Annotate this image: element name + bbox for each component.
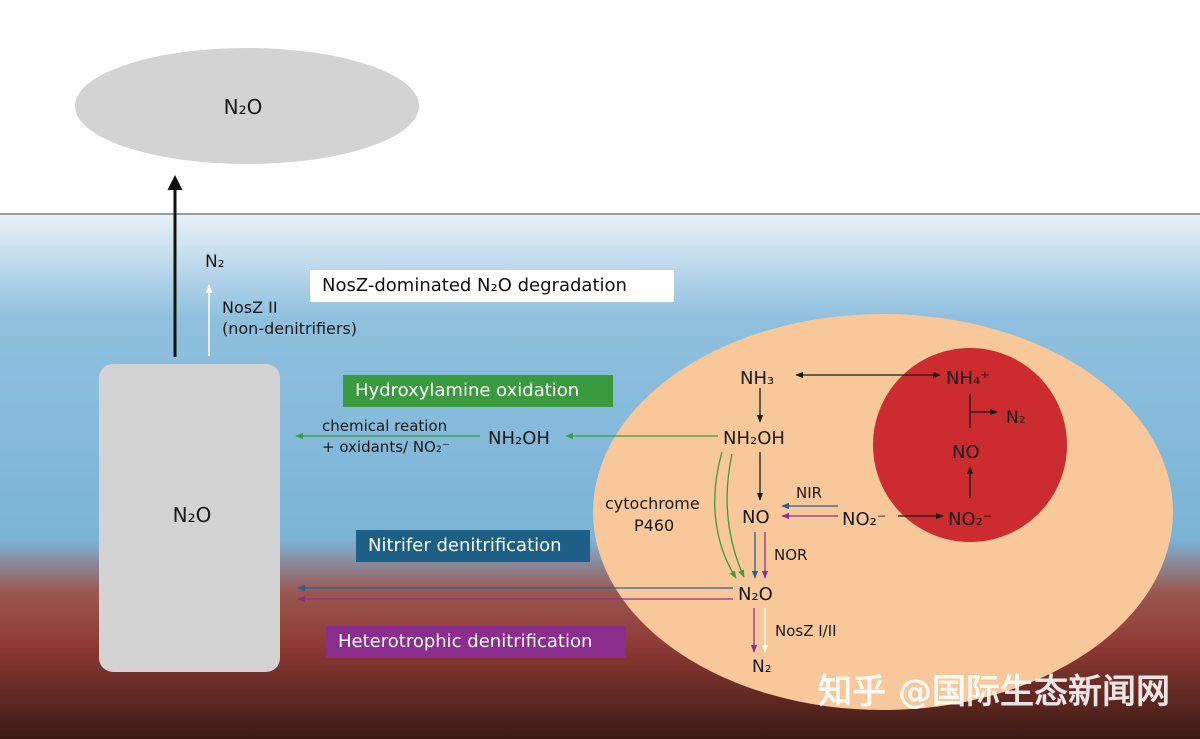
cytochrome-line1: cytochrome	[605, 494, 700, 513]
chemical-line1: chemical reation	[322, 417, 447, 435]
heterotrophic-label: Heterotrophic denitrification	[326, 626, 626, 658]
nosz2-line1: NosZ II	[222, 298, 278, 317]
ocean-n2o-pool	[99, 364, 280, 672]
no2-label: NO₂⁻	[842, 509, 886, 530]
nitrifer-label: Nitrifer denitrification	[356, 530, 590, 562]
nir-label: NIR	[796, 484, 822, 502]
nosz2-line2: (non-denitrifiers)	[222, 319, 357, 338]
nh4-label: NH₄⁺	[946, 368, 990, 389]
ocean-pool-label: N₂O	[173, 503, 212, 527]
no-red-label: NO	[952, 442, 980, 463]
hydroxylamine-label: Hydroxylamine oxidation	[343, 375, 613, 407]
no2-red-label: NO₂⁻	[948, 509, 992, 530]
nh2oh-ext-label: NH₂OH	[488, 428, 550, 449]
nor-label: NOR	[774, 546, 807, 564]
n2-bottom-label: N₂	[752, 657, 772, 677]
no-label: NO	[742, 507, 770, 528]
nosz12-label: NosZ I/II	[775, 622, 837, 640]
p460-arrow-outer	[714, 451, 737, 579]
atmosphere-pool-label: N₂O	[224, 95, 263, 119]
nh2oh-label: NH₂OH	[723, 428, 785, 449]
n2-red-label: N₂	[1006, 408, 1026, 428]
nh3-label: NH₃	[740, 368, 774, 389]
n2-top-label: N₂	[205, 252, 225, 272]
anammox-zone	[873, 348, 1067, 542]
atmosphere-n2o-pool	[75, 48, 419, 164]
nosz-degradation-label: NosZ-dominated N₂O degradation	[310, 270, 674, 302]
watermark: 知乎 @国际生态新闻网	[818, 672, 1170, 712]
cytochrome-line2: P460	[634, 516, 674, 535]
chemical-line2: + oxidants/ NO₂⁻	[322, 438, 450, 456]
n2o-label: N₂O	[738, 584, 773, 605]
p460-arrow-inner	[726, 453, 745, 578]
